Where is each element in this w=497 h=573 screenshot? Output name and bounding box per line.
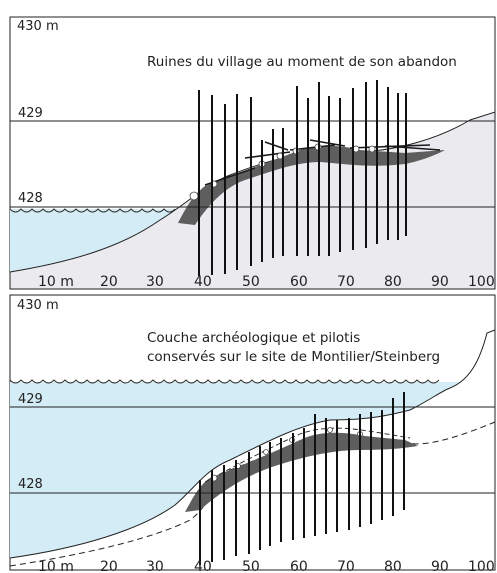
tick-label: 40	[194, 559, 212, 573]
tick-label: 70	[337, 559, 355, 573]
elevation-label-428: 428	[18, 191, 43, 206]
tick-label: 90	[431, 274, 449, 290]
panel-abandonment: 430 m 429 428 Ruines du village au momen…	[9, 16, 496, 290]
distance-ticks: 10 m 20 30 40 50 60 70 80 90 100	[38, 274, 495, 290]
tick-label: 40	[194, 274, 212, 290]
panel-caption: Ruines du village au moment de son aband…	[147, 54, 457, 70]
tick-label: 50	[242, 559, 260, 573]
archaeological-layer	[178, 145, 445, 225]
piles	[199, 392, 405, 565]
elevation-label-429: 429	[18, 106, 43, 121]
tick-label: 100	[468, 274, 495, 290]
tick-label: 80	[384, 274, 402, 290]
tick-label: 20	[100, 274, 118, 290]
distance-ticks: 10 m 20 30 40 50 60 70 80 90 100	[38, 559, 495, 573]
panel-preserved-site: 430 m 429 428 Couche archéologique et pi…	[9, 294, 496, 573]
tick-label: 80	[384, 559, 402, 573]
tick-label: 90	[431, 559, 449, 573]
tick-label: 30	[146, 274, 164, 290]
elevation-label-428: 428	[18, 477, 43, 492]
tick-label: 60	[290, 559, 308, 573]
panel-caption-line-1: Couche archéologique et pilotis	[147, 330, 360, 346]
tick-label: 60	[290, 274, 308, 290]
piles	[198, 80, 407, 276]
elevation-label-429: 429	[18, 392, 43, 407]
tick-label: 20	[100, 559, 118, 573]
water-surface-wave	[9, 208, 176, 213]
archaeological-layer	[185, 432, 418, 512]
layer-contour	[204, 427, 411, 483]
tick-label: 70	[337, 274, 355, 290]
panel-caption-line-2: conservés sur le site de Montilier/Stein…	[147, 349, 440, 365]
tick-label: 50	[242, 274, 260, 290]
tick-label: 10 m	[38, 274, 74, 290]
elevation-label-430: 430 m	[17, 19, 59, 34]
tick-label: 30	[146, 559, 164, 573]
tick-label: 100	[468, 559, 495, 573]
ruin-beams	[204, 139, 441, 186]
elevation-label-430: 430 m	[17, 298, 59, 313]
tick-label: 10 m	[38, 559, 74, 573]
water-surface-wave	[9, 379, 440, 384]
